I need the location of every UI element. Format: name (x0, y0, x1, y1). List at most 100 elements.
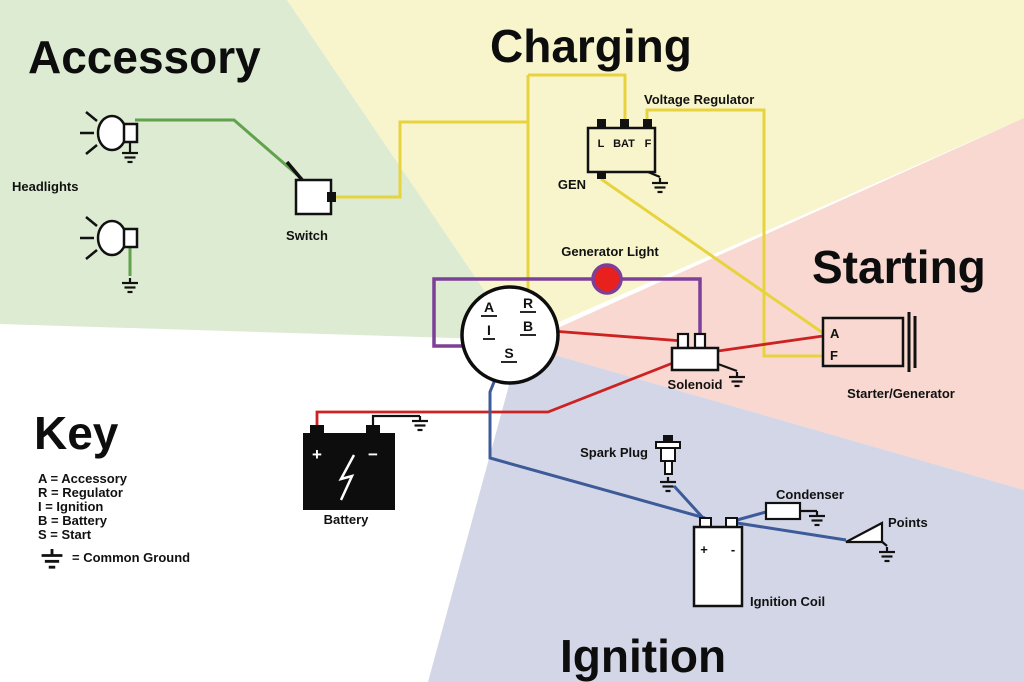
label-condenser: Condenser (776, 487, 844, 502)
wire-switch-to-junction (336, 120, 528, 199)
zone-ignition (428, 345, 1024, 682)
label-voltage-regulator: Voltage Regulator (644, 92, 754, 107)
ignition-coil-component: + - (692, 517, 744, 608)
regulator-terminal-bat (620, 119, 629, 128)
headlight-top-icon (80, 111, 139, 155)
regulator-terminal-gen (597, 172, 606, 179)
yellow-wires (336, 73, 824, 358)
spark-plug-cap (663, 435, 673, 442)
headlight-ray (85, 216, 98, 227)
solenoid-terminal-right (693, 332, 707, 350)
stub-battery-negative (371, 414, 420, 425)
label-switch: Switch (286, 228, 328, 243)
points-body (845, 521, 884, 544)
key-a-label: A (484, 299, 494, 315)
wire-regulator-f-to-starter-f (645, 108, 823, 358)
legend-item-ignition: I = Ignition (38, 499, 103, 514)
coil-terminal-right (725, 517, 738, 528)
green-wires (128, 118, 303, 276)
legend-item-start: S = Start (38, 527, 92, 542)
ground-icon (40, 547, 64, 569)
wire-solenoid-to-starter (717, 334, 824, 353)
battery-terminal-negative (366, 425, 380, 434)
wire-headlight-to-switch (135, 118, 303, 181)
wire-keyswitch-i-to-solenoid-via-light (432, 277, 702, 348)
regulator-terminal-l (597, 119, 606, 128)
label-solenoid: Solenoid (668, 377, 723, 392)
coil-body (692, 525, 744, 608)
wire-gen-to-starter-a (600, 177, 824, 335)
title-starting: Starting (812, 241, 986, 293)
starter-generator-component: A F (821, 312, 917, 372)
solenoid-terminal-left (676, 332, 690, 350)
wire-coil-to-condenser (736, 510, 767, 522)
key-b-label: B (523, 318, 533, 334)
battery-minus-label: − (368, 445, 378, 464)
starter-generator-body (821, 316, 905, 368)
battery-bolt-icon (338, 454, 356, 501)
solenoid-body (670, 346, 720, 372)
headlight-ray (85, 144, 98, 155)
title-key: Key (34, 407, 119, 459)
label-gen: GEN (558, 177, 586, 192)
starter-f-label: F (830, 348, 838, 363)
regulator-bat-label: BAT (613, 138, 635, 150)
battery-component: + − (303, 425, 395, 510)
legend-item-regulator: R = Regulator (38, 485, 123, 500)
red-wires (315, 329, 824, 428)
title-accessory: Accessory (28, 31, 261, 83)
key-switch-component: A I R B S (460, 285, 560, 385)
regulator-l-label: L (598, 138, 605, 150)
headlight-bulb (96, 219, 128, 257)
spark-plug-body (660, 447, 676, 462)
headlight-ray (85, 111, 98, 122)
key-terminal-i: I (483, 322, 495, 340)
headlight-bulb (96, 114, 128, 152)
label-starter-generator: Starter/Generator (847, 386, 955, 401)
battery-body (303, 433, 395, 510)
coil-minus-label: - (731, 542, 735, 557)
key-r-label: R (523, 295, 533, 311)
key-terminal-b: B (520, 318, 536, 336)
label-spark-plug: Spark Plug (580, 445, 648, 460)
wire-coil-to-points (736, 521, 847, 542)
legend-item-ground: = Common Ground (72, 550, 190, 565)
purple-wires (432, 277, 702, 348)
key-terminal-r: R (520, 295, 536, 313)
key-switch-body (460, 285, 560, 385)
regulator-body (586, 126, 657, 174)
starter-a-label: A (830, 326, 840, 341)
headlight-base (122, 122, 139, 144)
label-points: Points (888, 515, 928, 530)
headlight-ray (85, 249, 98, 260)
zone-starting (520, 118, 1024, 490)
wire-keyswitch-b-to-solenoid (551, 329, 684, 343)
title-charging: Charging (490, 20, 692, 72)
condenser-body (764, 501, 802, 521)
voltage-regulator-component: L BAT F (586, 119, 657, 179)
switch-body (294, 178, 333, 216)
solenoid-component (670, 332, 720, 372)
wire-to-regulator-bat (528, 73, 627, 119)
legend-item-accessory: A = Accessory (38, 471, 128, 486)
regulator-f-label: F (645, 138, 652, 150)
generator-light-indicator (591, 263, 623, 295)
key-i-label: I (487, 322, 491, 338)
key-s-label: S (504, 345, 513, 361)
coil-terminal-left (699, 517, 712, 528)
ground-icon (410, 414, 430, 432)
spark-plug-component (655, 435, 681, 475)
stub-solenoid (717, 362, 738, 373)
regulator-terminal-f (643, 119, 652, 128)
battery-plus-label: + (312, 445, 322, 464)
battery-terminal-positive (310, 425, 324, 434)
switch-component (285, 160, 336, 216)
key-terminal-a: A (481, 299, 497, 317)
label-generator-light: Generator Light (561, 244, 659, 259)
headlight-bottom-icon (80, 216, 139, 260)
legend-item-battery: B = Battery (38, 513, 108, 528)
switch-lever (285, 160, 305, 183)
label-battery: Battery (324, 512, 370, 527)
